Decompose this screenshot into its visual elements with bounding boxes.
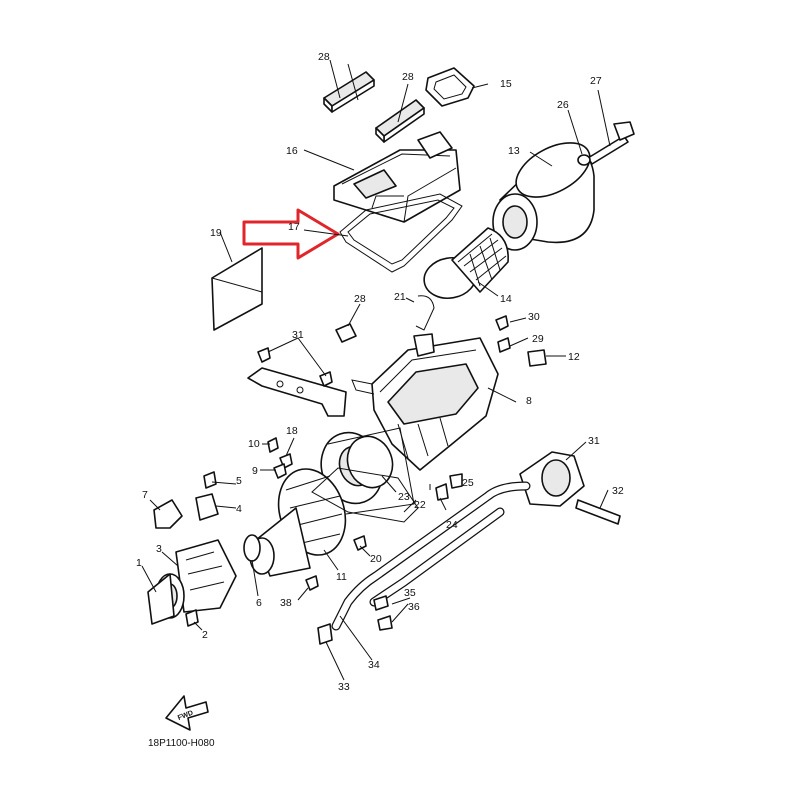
- clip-36: [373, 595, 389, 611]
- rubber-joint: [320, 427, 415, 515]
- callout-24: 24: [446, 519, 458, 531]
- cover-gasket-inner: [347, 199, 455, 265]
- clip-12: [527, 349, 547, 367]
- air-filter: [492, 142, 595, 251]
- bolt-31-right: [495, 315, 509, 331]
- air-box: [351, 333, 499, 471]
- bolt-30: [497, 337, 511, 353]
- callout-20: 20: [370, 553, 382, 565]
- callout-5: 5: [236, 475, 242, 487]
- callout-15: 15: [500, 78, 512, 90]
- callout-11: 11: [336, 571, 347, 583]
- cover-gasket: [339, 193, 463, 273]
- callout-8: 8: [526, 395, 532, 407]
- callout-35: 33: [338, 681, 350, 693]
- gasket-22: [311, 467, 419, 523]
- callout-17: 17: [288, 221, 300, 233]
- intake-pipe: [249, 468, 347, 577]
- cap-24: [435, 483, 449, 501]
- side-panel: [211, 247, 263, 331]
- clamp-6: [243, 534, 261, 562]
- clamp-21: [415, 295, 435, 331]
- callout-32: 31: [588, 435, 600, 447]
- breather-hose: [331, 481, 531, 631]
- screw-5: [203, 471, 217, 489]
- callout-9: 9: [252, 465, 258, 477]
- cover-4: [195, 493, 219, 521]
- foam-strip-right: [375, 99, 425, 143]
- callout-28b: 28: [402, 71, 414, 83]
- callout-33: 32: [612, 485, 624, 497]
- mount-bracket: [247, 367, 347, 417]
- callout-10: 10: [248, 438, 260, 450]
- screw-10: [267, 437, 279, 453]
- callout-2: 2: [202, 629, 208, 641]
- callout-26: 26: [557, 99, 569, 111]
- callout-31a: 31: [292, 329, 304, 341]
- fitting-20: [353, 535, 367, 551]
- callout-6: 6: [256, 597, 262, 609]
- callout-28a: 28: [318, 51, 330, 63]
- callout-19: 19: [210, 227, 222, 239]
- callout-30: 29: [532, 333, 544, 345]
- screw-2: [185, 609, 199, 627]
- callout-14: 14: [500, 293, 512, 305]
- leader-lines: [141, 59, 611, 681]
- callout-27: 27: [590, 75, 602, 87]
- clip-25: [449, 473, 463, 489]
- lever-7: [153, 499, 183, 529]
- foam-strip-left: [323, 71, 375, 113]
- callout-38: 38: [280, 597, 292, 609]
- cylinder-32: [519, 451, 585, 507]
- clip-37: [377, 615, 393, 631]
- washer-26: [577, 154, 591, 166]
- callout-4: 4: [236, 503, 242, 515]
- highlight-arrow: [242, 208, 340, 260]
- callout-22: 22: [414, 499, 426, 511]
- callout-18: 18: [286, 425, 298, 437]
- callout-16: 16: [286, 145, 298, 157]
- bolts-31-left: [257, 347, 333, 387]
- grommet-15: [425, 67, 475, 107]
- fwd-arrow-icon: FWD: [165, 695, 209, 731]
- callout-21: 21: [394, 291, 406, 303]
- callout-3: 3: [156, 543, 162, 555]
- callout-37: 36: [408, 601, 420, 613]
- callout-25: 25: [462, 477, 474, 489]
- callout-7: 7: [142, 489, 148, 501]
- callout-23: 23: [398, 491, 410, 503]
- callout-29: 28: [354, 293, 366, 305]
- grommet-29: [335, 323, 357, 343]
- clip-38: [305, 575, 319, 591]
- screw-9: [273, 463, 287, 479]
- callout-36: 35: [404, 587, 416, 599]
- fitting-35: [317, 623, 333, 645]
- bolt-33: [575, 499, 621, 525]
- callout-1: 1: [136, 557, 142, 569]
- filter-cage: [423, 227, 509, 300]
- callout-12: 12: [568, 351, 580, 363]
- air-box-cover: [333, 131, 461, 223]
- callout-labels: 28 28 15 27 26 16 13 17 19 28 21 14 31 3…: [136, 51, 624, 693]
- callout-31b: 30: [528, 311, 540, 323]
- callout-13: 13: [508, 145, 520, 157]
- diagram-code: 18P1100-H080: [148, 738, 215, 749]
- thumb-screw: [587, 121, 635, 165]
- callout-34: 34: [368, 659, 380, 671]
- throttle-body: [147, 539, 237, 625]
